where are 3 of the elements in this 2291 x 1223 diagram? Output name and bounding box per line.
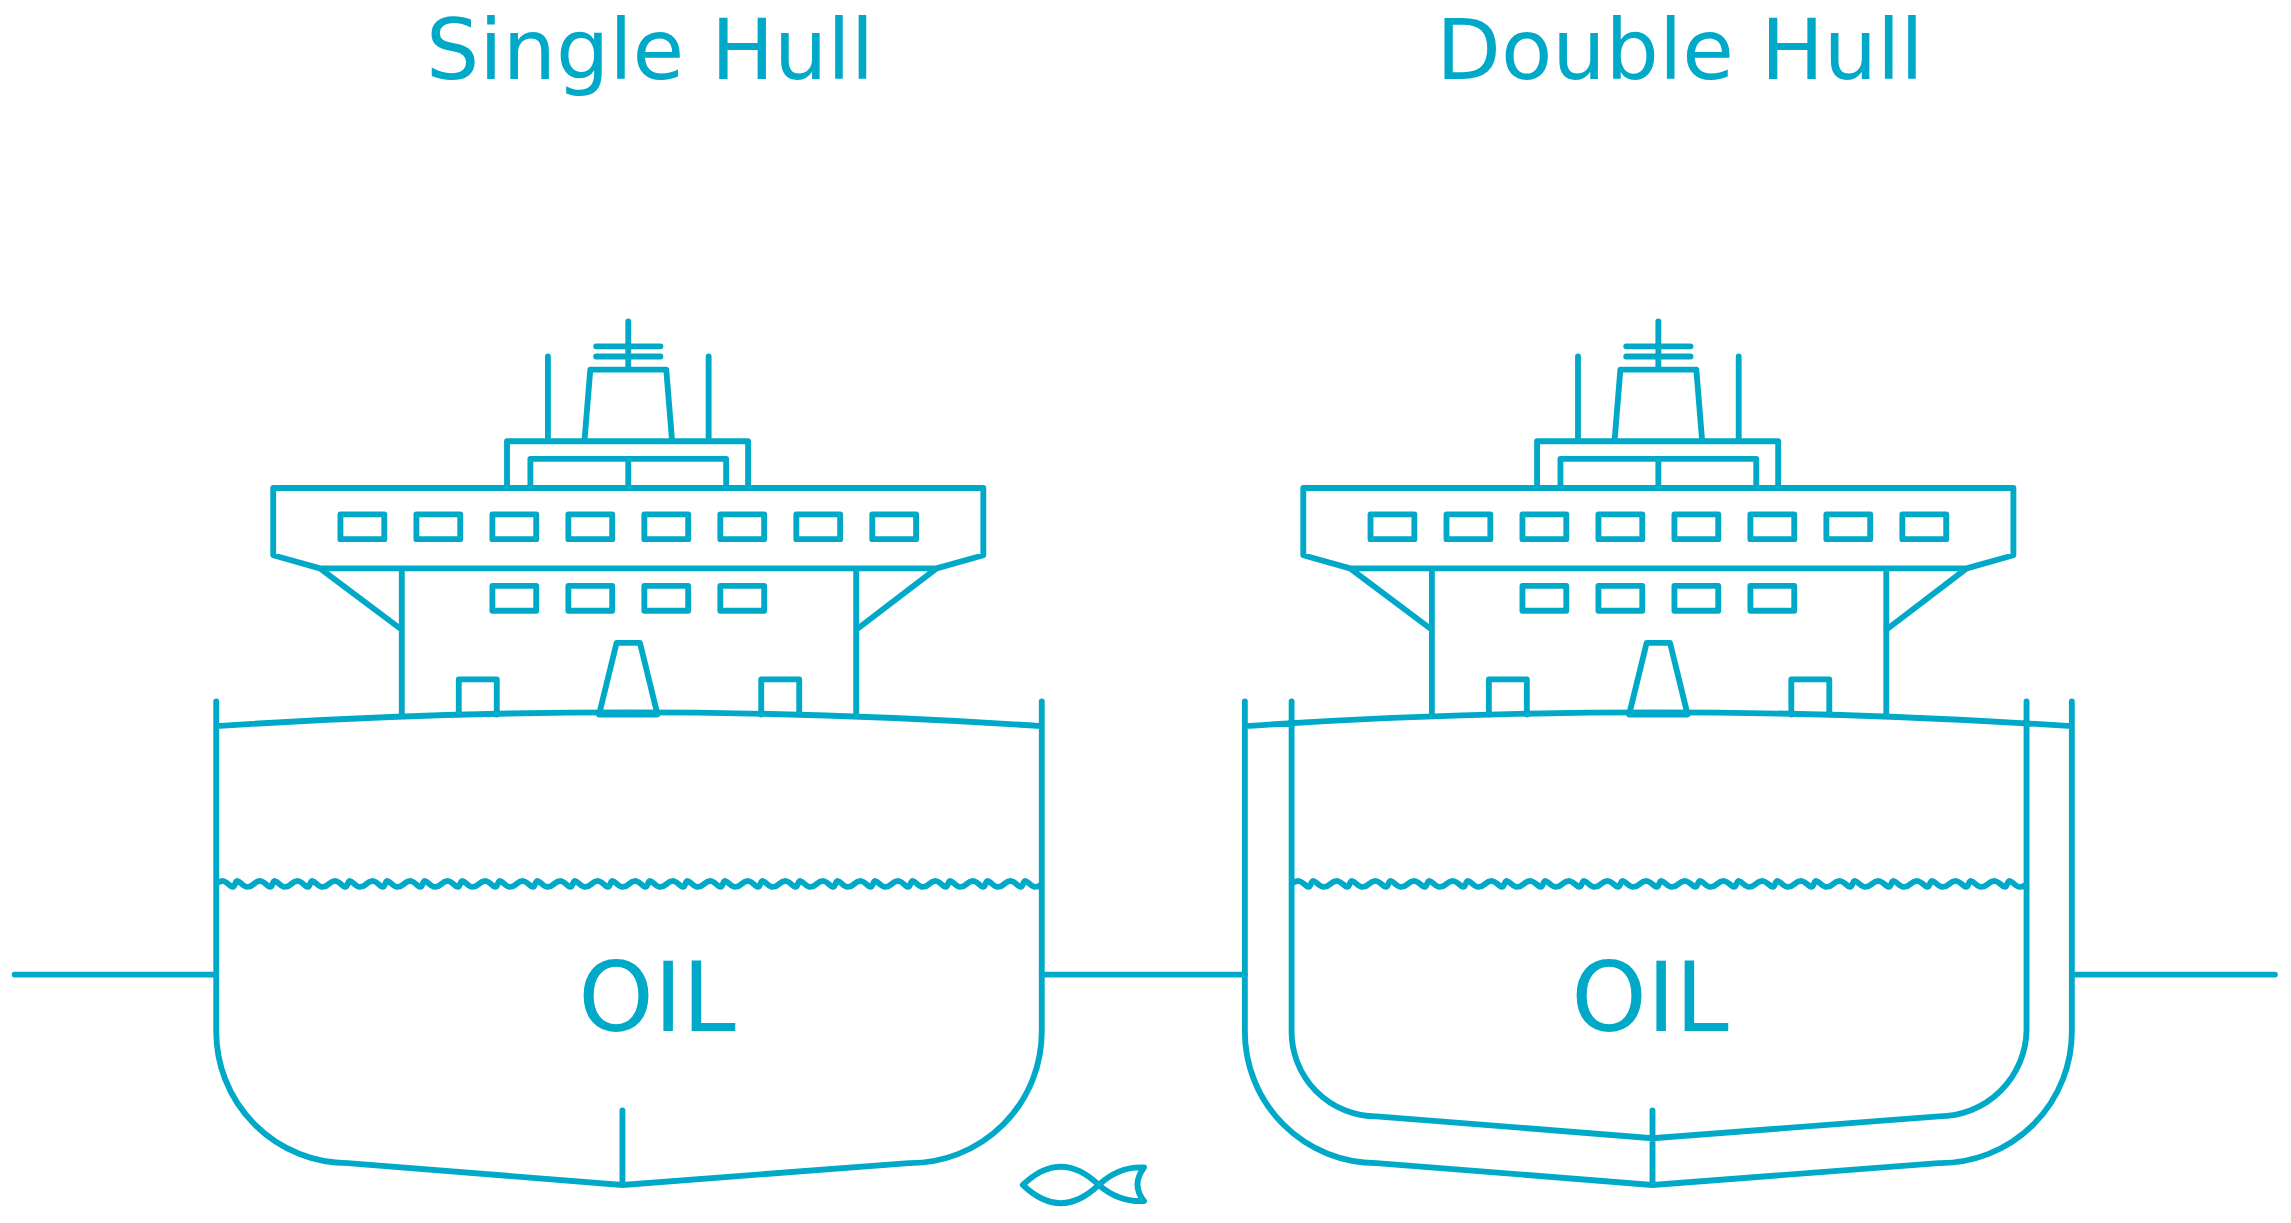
cargo-label: OIL — [1571, 950, 1729, 1046]
heading: Double Hull — [1436, 8, 1924, 92]
cargo-label: OIL — [578, 950, 736, 1046]
